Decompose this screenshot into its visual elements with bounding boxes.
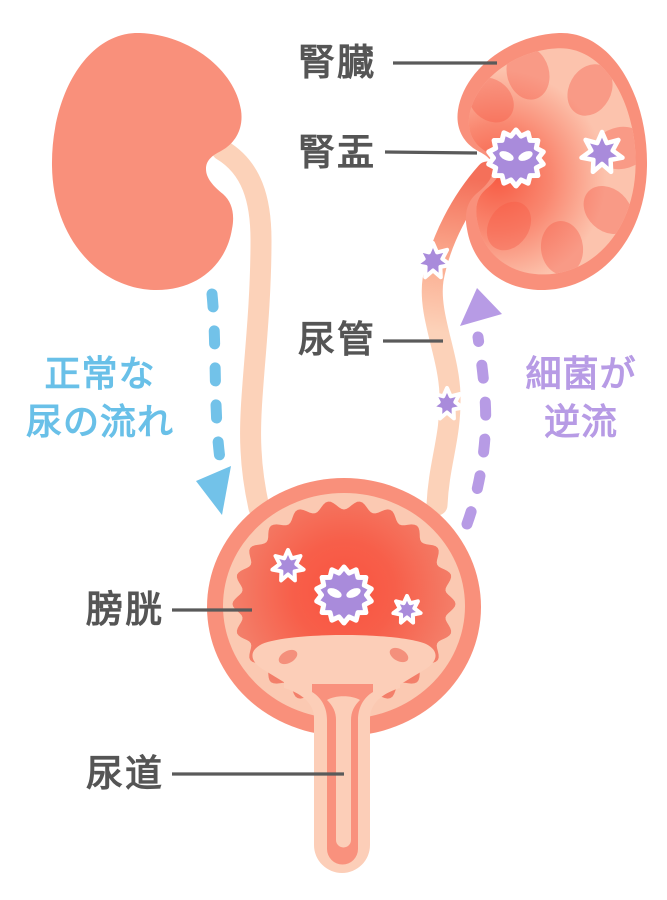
reflux-line1: 細菌が [525,353,637,394]
normal-flow-line1: 正常な [44,353,156,394]
label-ureter: 尿管 [298,319,376,360]
bacteria-star-icon [579,129,625,175]
trigone [252,635,436,715]
label-renal-pelvis: 腎盂 [298,132,376,173]
reflux-line2: 逆流 [543,400,618,442]
label-urethra: 尿道 [86,753,164,794]
bacteria-icons [270,127,625,626]
bacteria-germ-icon [314,564,374,626]
left-ureter [211,139,272,519]
label-kidney: 腎臓 [298,42,376,83]
arrowhead-down [196,466,231,515]
bacteria-germ-icon [486,127,546,189]
reflux-arrow [460,288,502,530]
bacteria-star-icon [391,594,423,625]
normal-flow-arrow [196,288,231,515]
arrowhead-up [460,288,502,326]
bacteria-star-icon [429,386,465,421]
bacteria-star-icon [270,548,306,583]
ureteral-orifice-left [278,649,298,665]
left-kidney-unit [51,32,272,519]
ureteral-orifice-right [389,647,409,663]
urethra-lumen [327,696,360,848]
bacteria-star-icon [413,241,453,280]
label-bladder: 膀胱 [86,589,164,630]
normal-flow-annotation: 正常な 尿の流れ [16,350,184,445]
left-kidney [51,32,242,291]
right-ureter [421,161,498,516]
reflux-annotation: 細菌が 逆流 [501,350,661,445]
label-lines [172,61,497,776]
normal-flow-line2: 尿の流れ [25,400,174,442]
